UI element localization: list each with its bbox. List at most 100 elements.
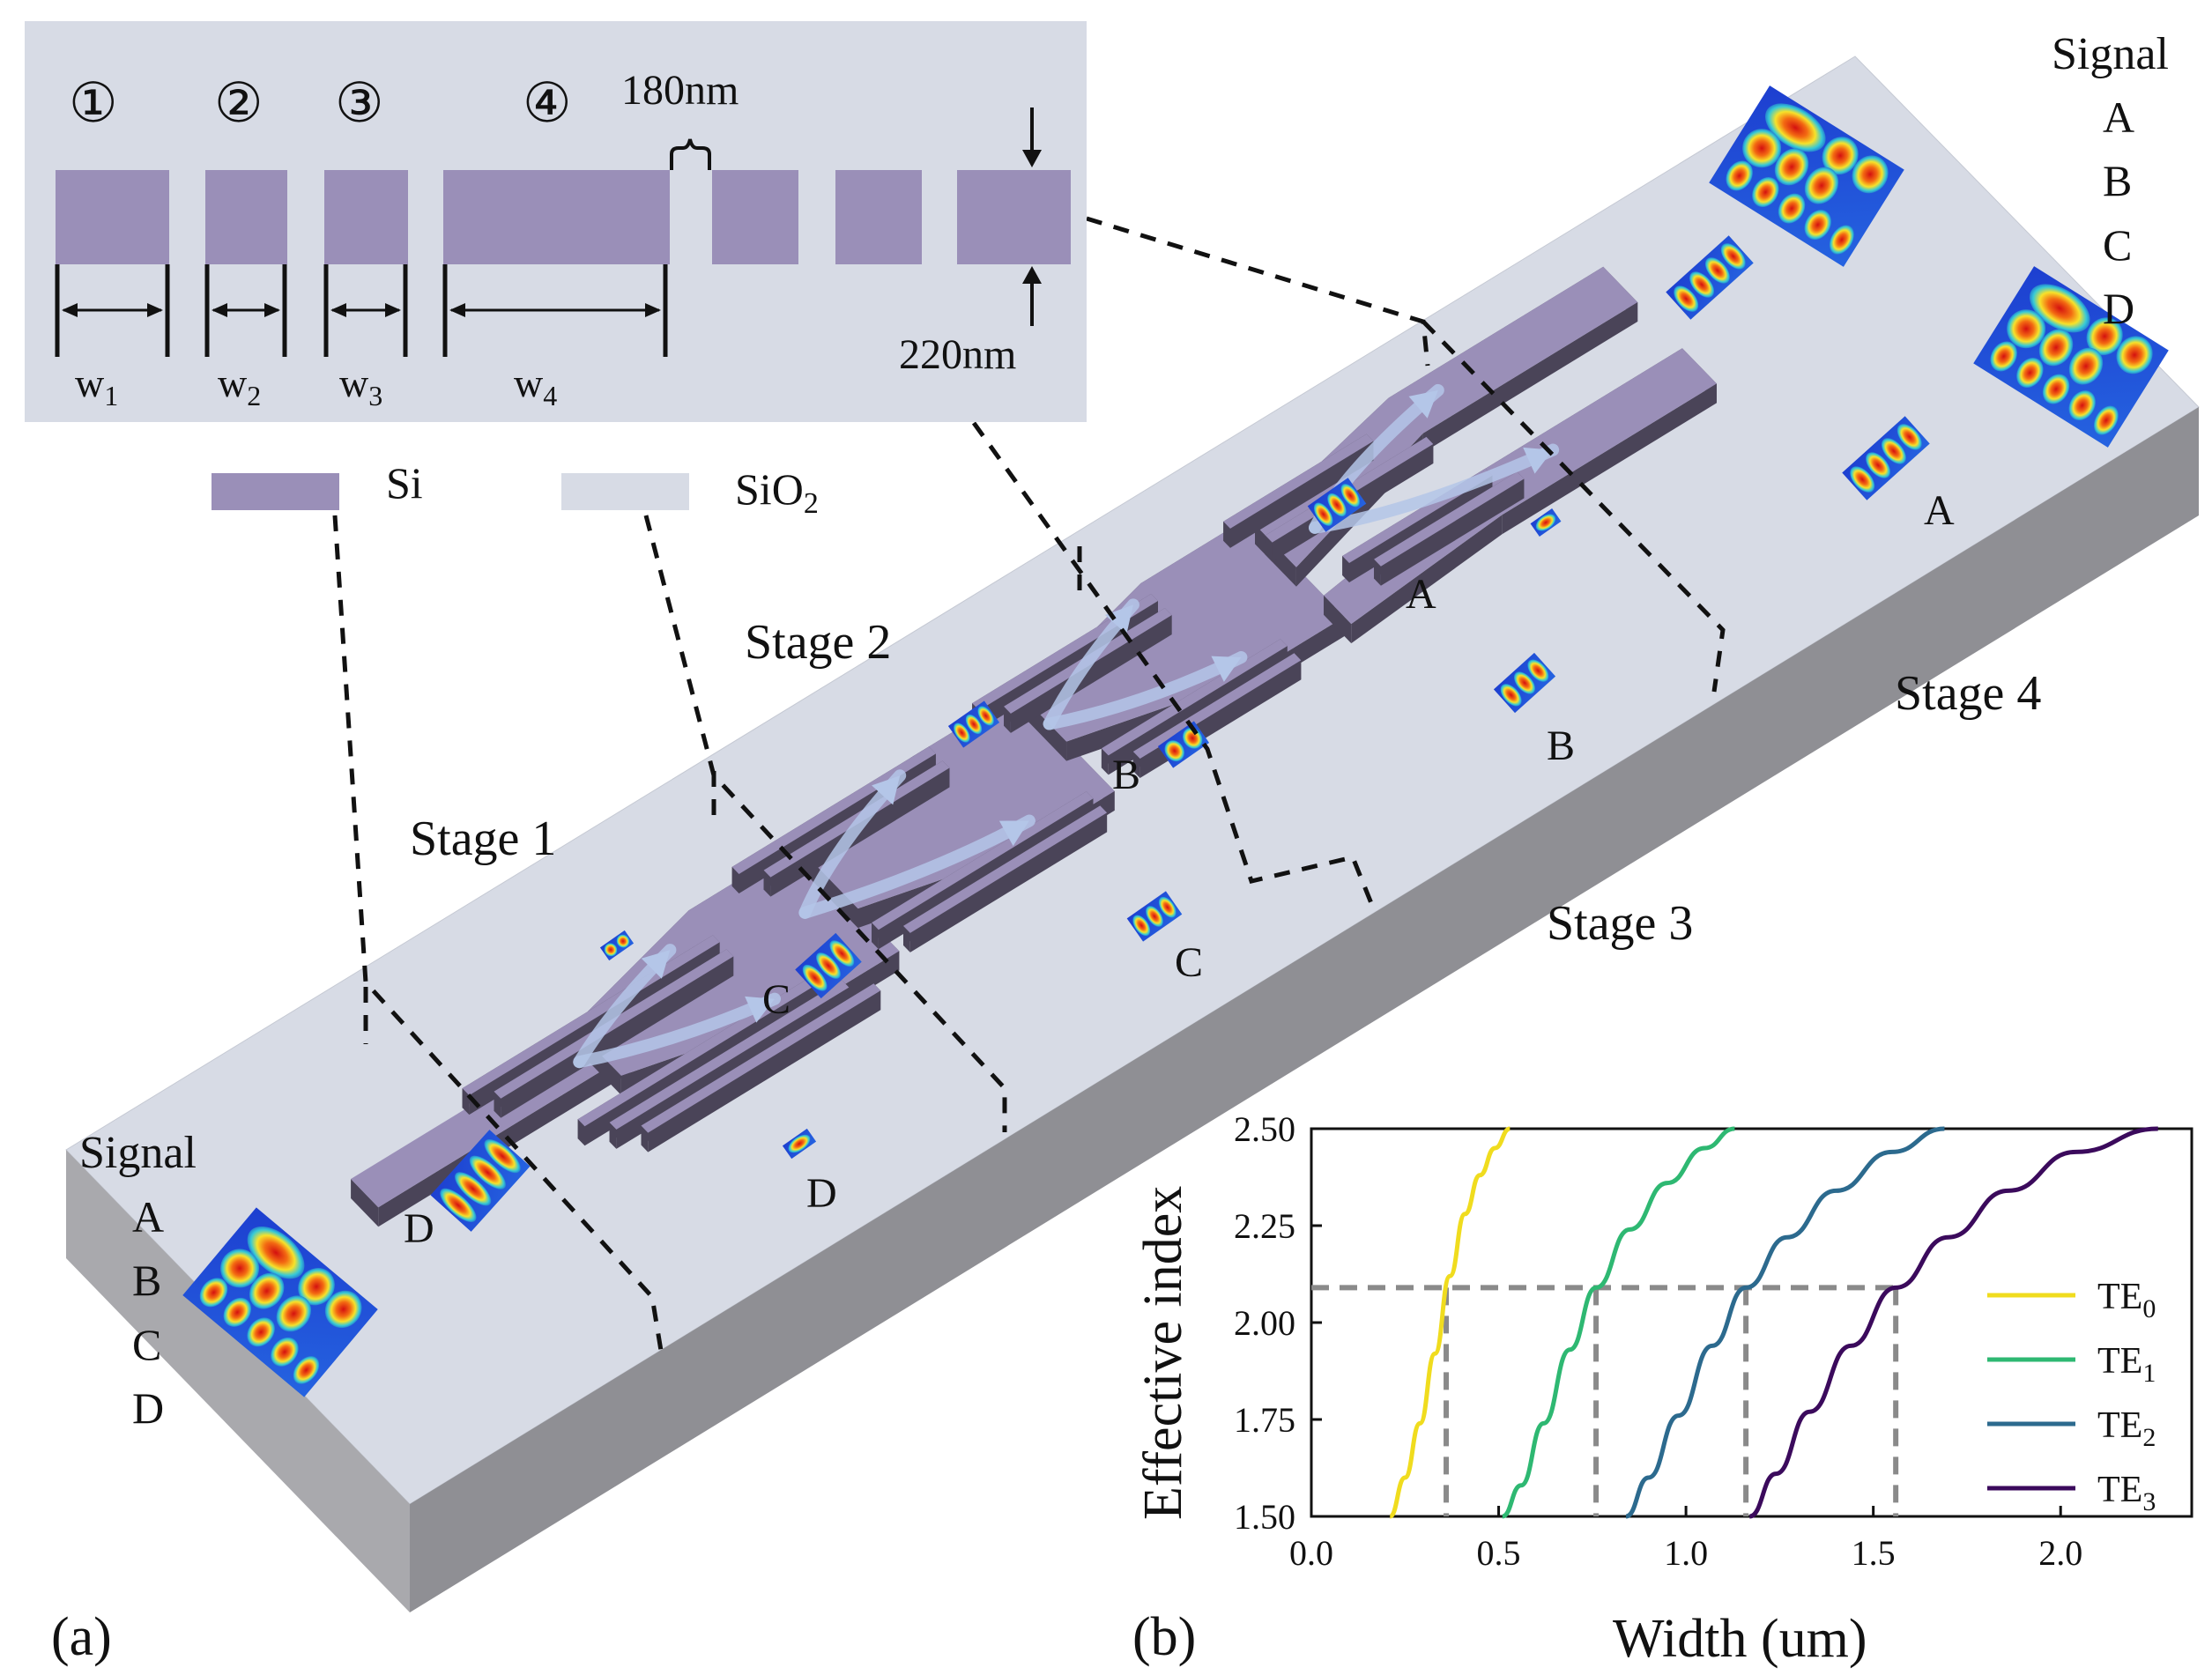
mode-number-3: ③ (335, 70, 384, 135)
panel-label-b: (b) (1132, 1607, 1196, 1667)
port-label-stage2-b: B (1112, 752, 1140, 798)
legend-label-te0: TE0 (2097, 1277, 2156, 1323)
width-label-1: w1 (75, 360, 118, 411)
mode-stage2-out (947, 700, 1000, 748)
width-arrows (62, 303, 661, 317)
signal-right-title: Signal (2052, 29, 2169, 79)
signal-left-title: Signal (79, 1128, 197, 1178)
flow-arrow-7 (1309, 443, 1560, 534)
chip-diagram: Stage 1 Stage 2 Stage 3 Stage 4 D D C C … (65, 29, 2200, 1612)
flow-arrow-1 (573, 992, 781, 1069)
port-label-stage4-a: A (1924, 487, 1955, 534)
width-label-3: w3 (339, 360, 382, 411)
inset-wg-4 (443, 170, 670, 264)
coupler-bar-9 (903, 805, 1108, 952)
flow-arrowhead-1 (745, 996, 775, 1023)
chart-series-lines (1388, 1126, 2158, 1519)
chart-ylabel: Effective index (1133, 1186, 1193, 1520)
port-label-stage2-c: C (1175, 939, 1203, 986)
height-label: 220nm (899, 331, 1016, 378)
signal-left-a: A (132, 1192, 164, 1241)
mode-profiles (182, 85, 2169, 1397)
stage-3-label: Stage 3 (1547, 896, 1693, 951)
mode-stage1-c (795, 932, 862, 999)
ytick-label-0: 1.50 (1234, 1497, 1295, 1537)
xtick-label-3: 1.5 (1852, 1533, 1896, 1573)
legend-label-te2: TE2 (2097, 1405, 2156, 1452)
width-dimensions (55, 264, 668, 357)
legend-label-te1: TE1 (2097, 1341, 2156, 1388)
inset-wg-7 (957, 170, 1071, 264)
section-line-4 (332, 515, 665, 1362)
cross-section-lines (332, 216, 1726, 1362)
mode-stage3-b (1493, 652, 1556, 714)
flow-arrowhead-5 (1211, 656, 1242, 682)
section-line-3 (971, 421, 1377, 913)
mode-number-1: ① (69, 70, 118, 135)
inset-wg-2 (205, 170, 287, 264)
flow-arrow-5 (1043, 651, 1248, 730)
material-legend: Si SiO2 (212, 458, 819, 520)
port-label-input-d: D (404, 1205, 434, 1252)
xtick-label-4: 2.0 (2038, 1533, 2082, 1573)
panel-label-a: (a) (51, 1607, 112, 1667)
section-line-1 (1086, 216, 1430, 367)
substrate-front (66, 1150, 410, 1612)
section-line-5 (643, 515, 1007, 1132)
signal-right-a: A (2103, 93, 2134, 142)
gap-label: 180nm (621, 67, 739, 114)
flow-arrowhead-3 (998, 820, 1029, 847)
stage-1-label: Stage 1 (410, 812, 556, 866)
flow-arrowhead-4 (872, 775, 901, 805)
flow-arrow-3 (798, 814, 1035, 919)
signal-left-c: C (132, 1320, 161, 1369)
width-label-2: w2 (218, 360, 261, 411)
xtick-label-0: 0.0 (1289, 1533, 1333, 1573)
height-arrowhead-top (1022, 150, 1042, 167)
stage-4-label: Stage 4 (1895, 666, 2041, 721)
mode-stage3-out (1307, 478, 1367, 532)
mode-stage4-upper (1666, 235, 1754, 320)
chart-plot-area (1310, 1127, 2193, 1518)
ytick-label-1: 1.75 (1234, 1400, 1295, 1440)
signal-left-b: B (132, 1256, 161, 1305)
coupler-bar-17 (1374, 471, 1525, 586)
si-swatch (212, 473, 339, 510)
substrate-right (410, 407, 2199, 1612)
cross-section-inset: ① ② ③ ④ 180nm 220nm w1 (25, 21, 1087, 422)
inset-wg-6 (835, 170, 922, 264)
port-label-stage1-d: D (806, 1170, 837, 1217)
ytick-label-4: 2.50 (1234, 1109, 1295, 1149)
flow-arrowhead-7 (1523, 447, 1554, 474)
flow-arrowhead-2 (641, 950, 671, 979)
mode-stage1-out (599, 930, 635, 961)
signal-left-d: D (132, 1383, 164, 1433)
inset-wg-1 (56, 170, 169, 264)
signal-right-c: C (2103, 220, 2132, 270)
mode-map-input (182, 1207, 378, 1397)
port-label-stage1-c: C (762, 976, 791, 1023)
series-line-te1 (1501, 1126, 1735, 1519)
sio2-swatch (561, 473, 689, 510)
coupler-bar-2 (494, 949, 734, 1118)
height-arrowhead-bottom (1022, 266, 1042, 284)
mode-stage1-d (782, 1128, 817, 1160)
mode-stage2-c (1126, 891, 1183, 942)
inset-wg-3 (324, 170, 408, 264)
ytick-label-3: 2.25 (1234, 1206, 1295, 1246)
sio2-label: SiO2 (735, 464, 819, 520)
mode-map-output-lower (1973, 266, 2169, 448)
series-line-te3 (1748, 1126, 2158, 1519)
series-line-te2 (1625, 1126, 1945, 1519)
reference-dashes (1311, 1285, 1899, 1516)
mode-map-output-upper (1709, 85, 1904, 267)
port-label-stage3-b: B (1547, 723, 1575, 769)
chart-xlabel: Width (um) (1613, 1609, 1867, 1669)
mode-number-4: ④ (523, 70, 572, 135)
coupler-bar-5 (641, 983, 881, 1152)
flow-arrowhead-6 (1104, 604, 1133, 634)
